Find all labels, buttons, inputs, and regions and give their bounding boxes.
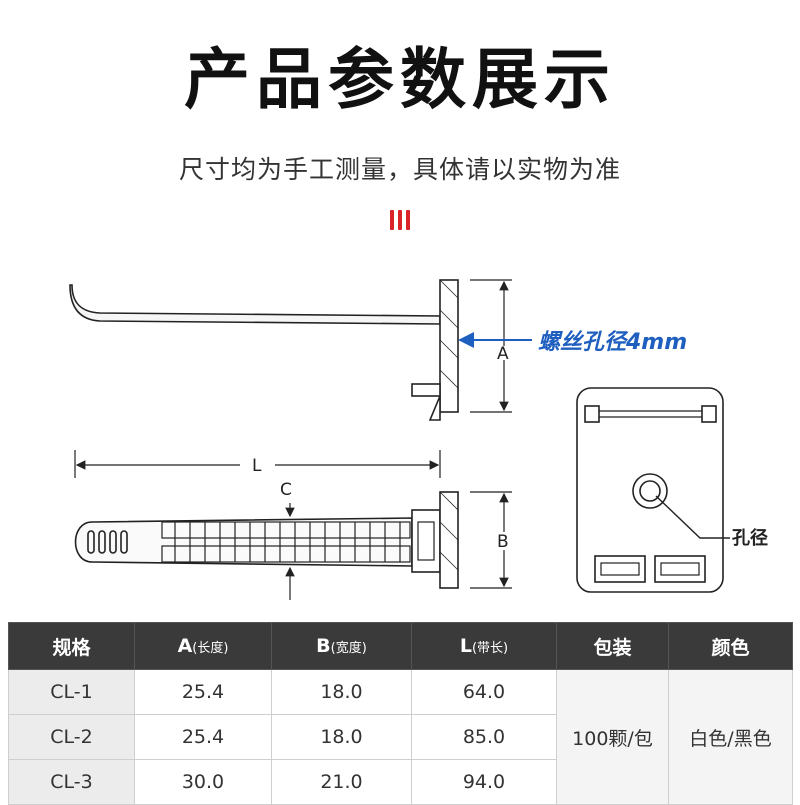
cell-a: 25.4 — [134, 669, 272, 715]
cell-a: 30.0 — [134, 759, 272, 805]
cell-model: CL-3 — [8, 759, 135, 805]
cell-b: 18.0 — [271, 714, 412, 760]
cell-model: CL-1 — [8, 669, 135, 715]
dimension-a — [470, 279, 512, 413]
product-diagram: A 螺丝孔径4mm L C — [69, 279, 768, 600]
cell-l: 94.0 — [411, 759, 557, 805]
page-subtitle: 尺寸均为手工测量，具体请以实物为准 — [178, 155, 621, 184]
spec-table: 规格 A(长度) B(宽度) L(带长) 包装 颜色 CL-1 25.4 18.… — [8, 622, 793, 805]
hole-label: 孔径 — [732, 527, 768, 549]
header-l-note: (带长) — [471, 641, 509, 656]
cell-l: 64.0 — [411, 669, 557, 715]
table-row: CL-1 25.4 18.0 64.0 100颗/包 白色/黑色 — [8, 669, 793, 805]
header-color: 颜色 — [668, 622, 793, 670]
dimension-l — [74, 450, 441, 478]
dimension-b — [470, 491, 512, 589]
cell-a: 25.4 — [134, 714, 272, 760]
cell-model: CL-2 — [8, 714, 135, 760]
top-view — [74, 491, 459, 589]
table-header-row: 规格 A(长度) B(宽度) L(带长) 包装 颜色 — [8, 622, 793, 670]
label-b: B — [497, 532, 509, 552]
label-l: L — [252, 456, 262, 476]
base-view — [576, 387, 724, 593]
header-model: 规格 — [8, 622, 135, 670]
accent-marks — [388, 210, 412, 232]
label-c: C — [280, 480, 292, 500]
header-b-note: (宽度) — [330, 641, 367, 656]
table-row: CL-3 30.0 21.0 94.0 — [8, 759, 793, 805]
cell-b: 18.0 — [271, 669, 412, 715]
header-l: L(带长) — [411, 622, 557, 670]
page-title: 产品参数展示 — [184, 41, 616, 118]
header-l-label: L — [459, 635, 472, 657]
header-b: B(宽度) — [271, 622, 412, 670]
hole-leader-line — [655, 495, 730, 539]
header-pack: 包装 — [556, 622, 669, 670]
side-view — [69, 279, 459, 421]
cell-pack: 100颗/包 — [556, 669, 669, 805]
header-a: A(长度) — [134, 622, 272, 670]
table-row: CL-2 25.4 18.0 85.0 — [8, 714, 793, 760]
header-a-label: A — [177, 635, 193, 657]
cell-b: 21.0 — [271, 759, 412, 805]
label-a: A — [497, 344, 509, 364]
header-a-note: (长度) — [192, 641, 229, 656]
header-b-label: B — [316, 635, 331, 657]
cell-color: 白色/黑色 — [668, 669, 793, 805]
screw-hole-label: 螺丝孔径4mm — [538, 330, 687, 355]
cell-l: 85.0 — [411, 714, 557, 760]
